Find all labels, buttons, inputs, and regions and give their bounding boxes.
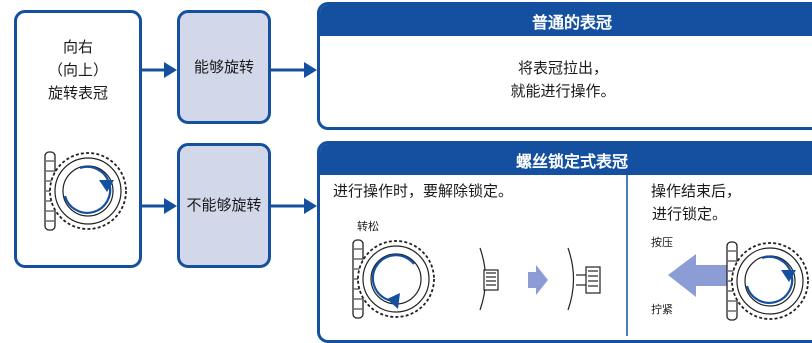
normal-crown-line-1: 将表冠拉出， xyxy=(517,59,608,77)
direction-arrow-icon xyxy=(528,265,548,295)
crown-side-view-after xyxy=(567,247,601,311)
crown-side-view-before xyxy=(479,247,499,311)
normal-crown-panel: 普通的表冠 将表冠拉出， 就能进行操作。 xyxy=(317,2,812,130)
can-rotate-label: 能够旋转 xyxy=(193,57,254,76)
screw-right-line-1: 操作结束后， xyxy=(651,182,742,200)
diagram-graphics xyxy=(44,62,809,336)
can-rotate-box: 能够旋转 xyxy=(177,10,271,124)
screw-crown-title: 螺丝锁定式表冠 xyxy=(320,144,812,175)
normal-crown-title: 普通的表冠 xyxy=(320,5,812,36)
press-label: 按压 xyxy=(651,236,673,249)
crown-icon-loosen xyxy=(352,239,435,319)
screw-left-caption: 转松 xyxy=(357,220,379,233)
screw-right-line-2: 进行锁定。 xyxy=(652,205,728,223)
press-arrow-icon xyxy=(668,254,728,297)
crown-icon-tighten xyxy=(726,241,809,321)
crown-icon-start xyxy=(44,151,127,231)
tighten-label: 拧紧 xyxy=(651,303,673,316)
start-text: 向右 （向上） 旋转表冠 xyxy=(14,36,142,105)
screw-left-instruction: 进行操作时，要解除锁定。 xyxy=(333,182,514,200)
start-line-3: 旋转表冠 xyxy=(47,84,108,102)
start-line-2: （向上） xyxy=(47,61,108,79)
cannot-rotate-label: 不能够旋转 xyxy=(186,196,262,214)
screw-right-text: 操作结束后， 进行锁定。 xyxy=(651,180,741,226)
normal-crown-description: 将表冠拉出， 就能进行操作。 xyxy=(320,36,812,124)
normal-crown-line-2: 就能进行操作。 xyxy=(510,82,616,100)
start-line-1: 向右 xyxy=(62,38,93,56)
cannot-rotate-box: 不能够旋转 xyxy=(177,143,271,268)
connector-arrows xyxy=(142,62,317,214)
